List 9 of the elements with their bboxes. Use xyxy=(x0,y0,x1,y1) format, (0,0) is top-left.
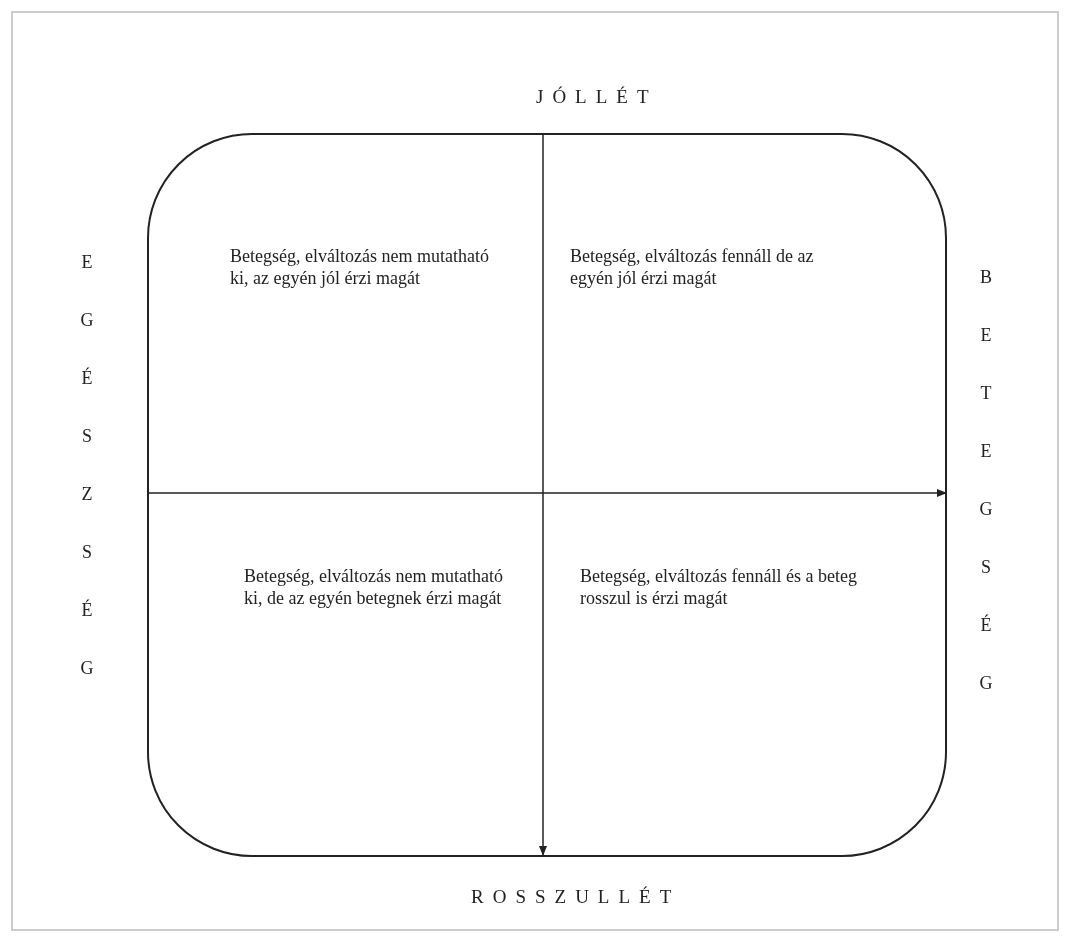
axis-label: BETEGSÉG xyxy=(978,266,994,695)
axis-label: ROSSZULLÉT xyxy=(471,886,681,908)
quadrant-text: Betegség, elváltozás fennáll de az egyén jól érzi magát xyxy=(570,245,815,289)
quadrant-text: Betegség, elváltozás nem mutatható ki, de az egyén betegnek érzi magát xyxy=(244,565,504,609)
quadrant-text: Betegség, elváltozás nem mutatható ki, az egyén jól érzi magát xyxy=(230,245,490,289)
quadrant-text: Betegség, elváltozás fennáll és a beteg rosszul is érzi magát xyxy=(580,565,858,609)
axis-label: EGÉSZSÉG xyxy=(79,251,95,680)
quadrant-frame xyxy=(147,133,947,857)
axis-label: JÓLLÉT xyxy=(536,86,658,108)
